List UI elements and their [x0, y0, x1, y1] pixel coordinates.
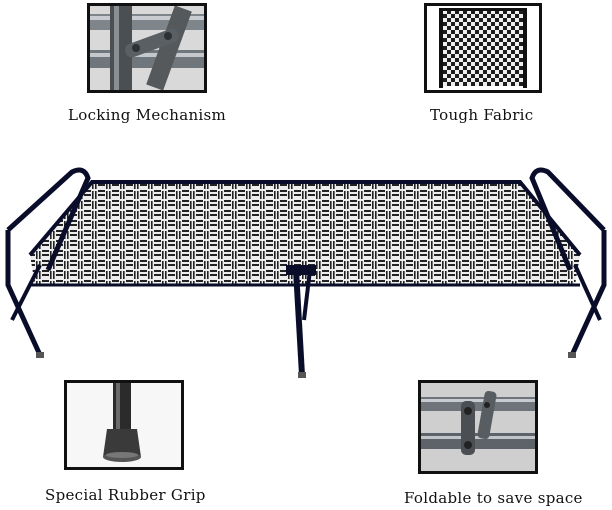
folding-hinge-photo — [421, 383, 535, 471]
caption-locking-mechanism: Locking Mechanism — [68, 106, 227, 124]
cot-left-leg — [5, 230, 43, 357]
locking-mechanism-inset — [87, 3, 207, 93]
cot-center-leg — [293, 269, 305, 376]
folding-cot-product — [0, 160, 612, 385]
caption-rubber-grip: Special Rubber Grip — [45, 486, 206, 504]
caption-foldable: Foldable to save space — [404, 489, 583, 507]
cot-fabric — [30, 182, 580, 285]
cot-right-headrail — [529, 167, 606, 271]
cot-right-leg — [569, 230, 607, 357]
caption-tough-fabric: Tough Fabric — [430, 106, 534, 124]
rubber-grip-photo — [67, 383, 181, 467]
rubber-grip-inset — [64, 380, 184, 470]
foldable-inset — [418, 380, 538, 474]
locking-mechanism-photo — [90, 6, 204, 90]
cot-left-headrail — [6, 167, 91, 271]
tough-fabric-photo — [427, 6, 539, 90]
folding-cot-image — [5, 167, 607, 378]
tough-fabric-inset — [424, 3, 542, 93]
